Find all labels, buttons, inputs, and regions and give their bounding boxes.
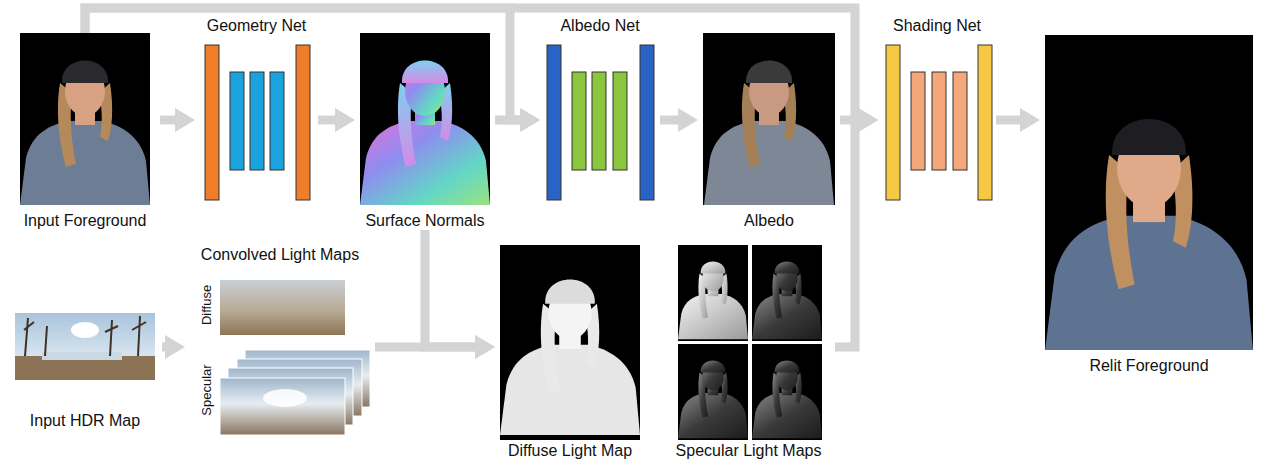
- diffuse-map: [220, 280, 345, 335]
- specular-figure: [752, 262, 822, 340]
- decoder-layer: [296, 45, 310, 200]
- image-node: Input Foreground: [10, 33, 160, 230]
- photo-ground: [500, 245, 640, 440]
- encoder-layer: [886, 45, 900, 200]
- encoder-layer: [547, 45, 561, 200]
- decoder-layer: [978, 45, 992, 200]
- photo-ground: [678, 344, 748, 440]
- flow-arrow: [996, 116, 1028, 125]
- bottleneck-layer: [953, 72, 967, 170]
- bottleneck-layer: [613, 72, 627, 170]
- bottleneck-layer: [592, 72, 606, 170]
- block-title: Albedo Net: [540, 16, 660, 35]
- image-node: Diffuse Light Map: [495, 245, 645, 460]
- image-caption: Diffuse Light Map: [495, 441, 645, 460]
- network-block: Geometry Net: [195, 16, 318, 202]
- specular-map: [220, 378, 345, 435]
- image-caption: Surface Normals: [355, 211, 495, 230]
- specular-highlight: [263, 389, 307, 407]
- bottleneck-layer: [911, 72, 925, 170]
- photo-ground: [360, 33, 490, 205]
- image-caption: Input HDR Map: [8, 411, 162, 430]
- flow-arrow: [85, 8, 528, 120]
- normals-figure: [360, 61, 490, 206]
- image-node: Albedo: [698, 33, 840, 230]
- flow-arrow: [835, 120, 866, 347]
- decoder-layer: [640, 45, 654, 200]
- image-node: Input HDR Map: [8, 313, 162, 430]
- hdr-sky: [15, 313, 155, 380]
- photo-ground: [1045, 35, 1253, 350]
- image-node: Surface Normals: [355, 33, 495, 230]
- person-photo: [20, 61, 150, 206]
- image-node: Relit Foreground: [1040, 35, 1258, 375]
- light-map-group: Convolved Light MapsDiffuseSpecular: [185, 245, 375, 440]
- network-block: Shading Net: [878, 16, 996, 202]
- flow-arrow: [425, 230, 483, 347]
- bottleneck-layer: [250, 72, 264, 170]
- photo-ground: [752, 344, 822, 440]
- bottleneck-layer: [932, 72, 946, 170]
- specular-figure: [678, 262, 748, 340]
- encoder-layer: [205, 45, 219, 200]
- photo-ground: [678, 245, 748, 341]
- bottleneck-layer: [230, 72, 244, 170]
- photo-ground: [752, 245, 822, 341]
- specular-figure: [752, 361, 822, 439]
- specular-figure: [678, 361, 748, 439]
- block-title: Shading Net: [878, 16, 996, 35]
- block-title: Geometry Net: [195, 16, 318, 35]
- image-caption: Specular Light Maps: [662, 441, 835, 460]
- image-caption: Relit Foreground: [1040, 356, 1258, 375]
- hdr-trees: [24, 316, 146, 356]
- albedo-figure: [704, 61, 834, 206]
- bottleneck-layer: [572, 72, 586, 170]
- flow-arrow: [318, 116, 343, 125]
- bottleneck-layer: [270, 72, 284, 170]
- photo-ground: [20, 33, 150, 205]
- network-block: Albedo Net: [540, 16, 660, 202]
- flow-arrow: [162, 343, 173, 352]
- side-label: Diffuse: [199, 285, 214, 325]
- flow-arrow: [160, 116, 183, 125]
- photo-ground: [703, 33, 835, 205]
- diffuse-figure: [500, 280, 640, 436]
- block-title: Convolved Light Maps: [185, 245, 375, 264]
- hdr-sun: [71, 322, 99, 338]
- side-label: Specular: [199, 364, 214, 415]
- image-caption: Albedo: [698, 211, 840, 230]
- relit-figure: [1045, 119, 1253, 350]
- flow-arrow: [660, 116, 686, 125]
- image-node: Specular Light Maps: [662, 245, 835, 460]
- image-caption: Input Foreground: [10, 211, 160, 230]
- flow-arrow: [85, 8, 866, 120]
